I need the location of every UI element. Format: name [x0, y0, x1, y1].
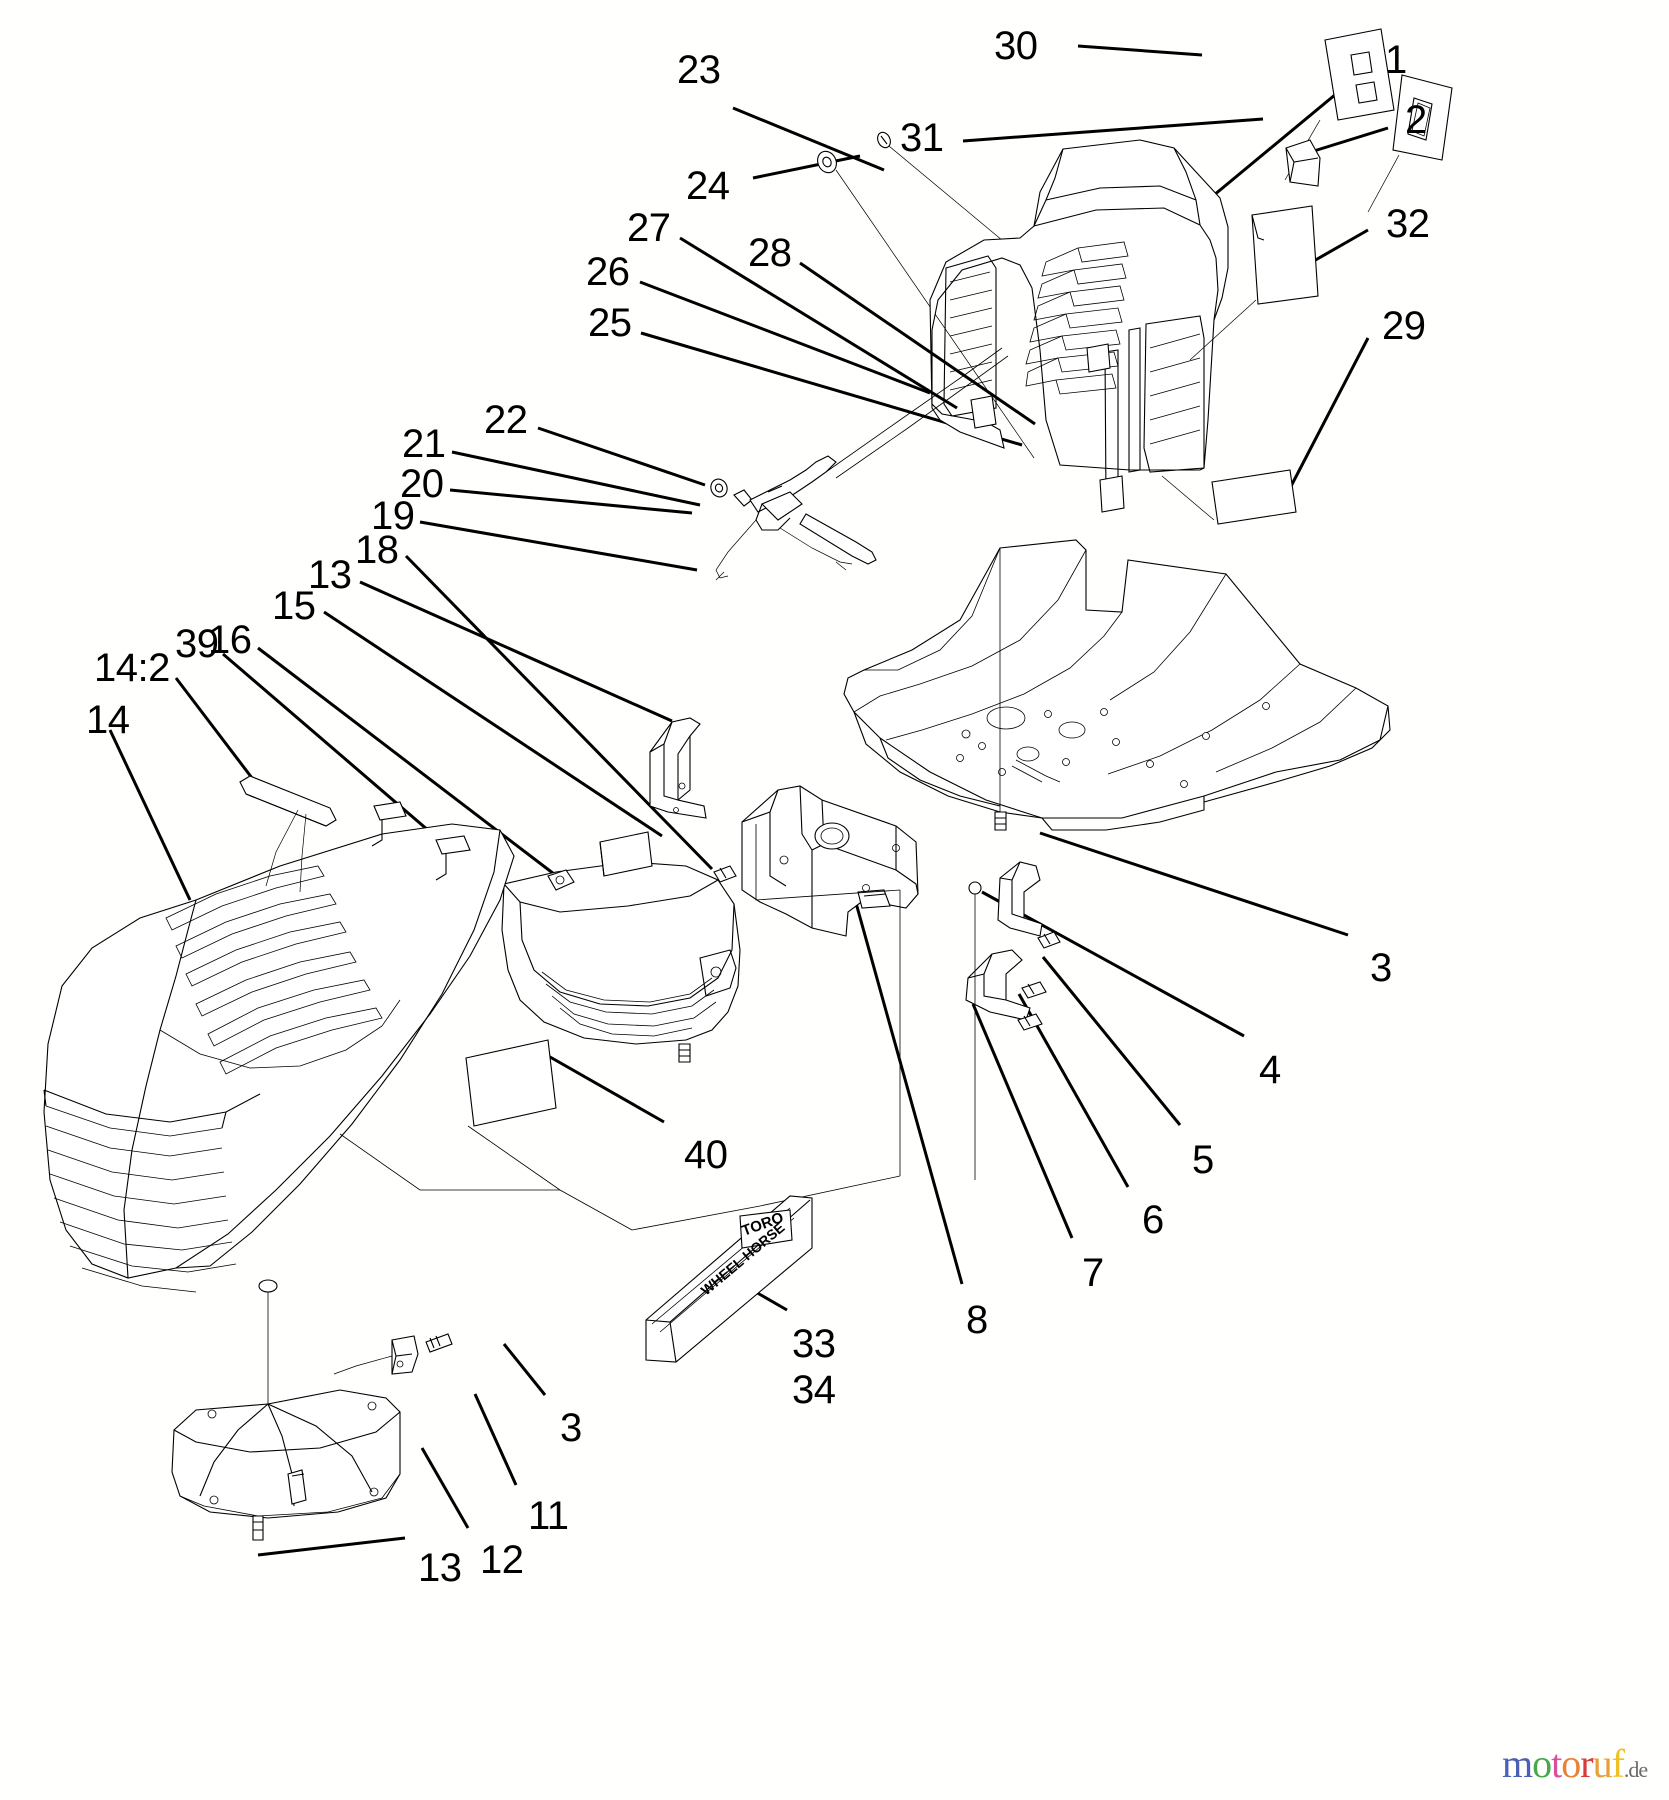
- clip-and-screw: [333, 1333, 453, 1375]
- callout-34: 34: [792, 1368, 836, 1412]
- part-1-hood: [929, 139, 1229, 513]
- platform-holes: [956, 702, 1270, 788]
- logo-letter-r: r: [1580, 1741, 1593, 1786]
- bracket-18: [649, 717, 707, 819]
- callout-25: 25: [588, 301, 632, 345]
- motoruf-logo: motoruf.de: [1502, 1741, 1648, 1786]
- callout-15: 15: [272, 584, 316, 628]
- callout-5: 5: [1192, 1138, 1214, 1182]
- callout-33: 33: [792, 1322, 836, 1366]
- decal-33-34-wheelhorse: TORO WHEEL HORSE: [645, 1195, 813, 1363]
- callout-21: 21: [402, 422, 446, 466]
- callout-14: 14: [86, 698, 130, 742]
- callout-28: 28: [748, 231, 792, 275]
- callout-6: 6: [1142, 1198, 1164, 1242]
- callout-31: 31: [900, 116, 944, 160]
- callout-7: 7: [1082, 1251, 1104, 1295]
- hood-left-grille: [943, 255, 997, 417]
- callout-29: 29: [1382, 304, 1426, 348]
- callout-13-lower: 13: [418, 1546, 462, 1590]
- decal-31: [1367, 74, 1453, 213]
- hood-trim-strip: [239, 775, 471, 893]
- logo-letter-t: t: [1551, 1741, 1562, 1786]
- bracket-4: [997, 861, 1061, 949]
- logo-letter-m: m: [1502, 1741, 1533, 1786]
- part-2-clip: [1285, 139, 1321, 187]
- rod-cable-assembly: [710, 347, 1009, 581]
- front-grille-assembly: [339, 824, 901, 1231]
- callout-12: 12: [480, 1538, 524, 1582]
- callout-22: 22: [484, 398, 528, 442]
- upper-hood-assembly: [817, 28, 1453, 525]
- logo-letter-o2: o: [1561, 1741, 1581, 1786]
- hood-top-louvres: [165, 865, 383, 1075]
- callout-2: 2: [1405, 98, 1427, 142]
- callout-32: 32: [1386, 202, 1430, 246]
- callout-30: 30: [994, 24, 1038, 68]
- hood-right-grille: [1143, 315, 1205, 473]
- callout-3-right: 3: [1370, 946, 1392, 990]
- callout-18: 18: [355, 528, 399, 572]
- callout-40: 40: [684, 1133, 728, 1177]
- chassis-brackets: [649, 717, 1061, 1180]
- callout-39: 39: [175, 622, 219, 666]
- callout-19: 19: [371, 494, 415, 538]
- callout-23: 23: [677, 48, 721, 92]
- callout-14-2: 14:2: [94, 646, 170, 690]
- callout-8: 8: [966, 1298, 988, 1342]
- callout-16: 16: [208, 618, 252, 662]
- callout-11: 11: [528, 1494, 569, 1538]
- lower-pan-assembly: [171, 1333, 453, 1541]
- main-hood-14: [43, 775, 515, 1404]
- logo-letter-o1: o: [1532, 1741, 1552, 1786]
- callout-3-lower: 3: [560, 1406, 582, 1450]
- callout-24: 24: [686, 164, 730, 208]
- center-bracket-housing: [741, 785, 919, 937]
- logo-letter-u: u: [1592, 1741, 1613, 1786]
- decal-32: [1189, 205, 1319, 361]
- callout-20: 20: [400, 462, 444, 506]
- logo-tld: .de: [1623, 1757, 1648, 1782]
- hood-front-louvres: [43, 1089, 261, 1293]
- footrest-platform: [843, 539, 1391, 831]
- callout-13-upper: 13: [308, 553, 352, 597]
- logo-letter-f: f: [1611, 1741, 1625, 1786]
- callout-26: 26: [586, 250, 630, 294]
- callout-1: 1: [1385, 38, 1407, 82]
- callout-4: 4: [1259, 1048, 1281, 1092]
- decal-29: [1161, 469, 1297, 525]
- bracket-6: [965, 949, 1047, 1031]
- hood-louvres-center: [1025, 241, 1129, 395]
- callout-27: 27: [627, 206, 671, 250]
- leader-lines: [108, 44, 1389, 1557]
